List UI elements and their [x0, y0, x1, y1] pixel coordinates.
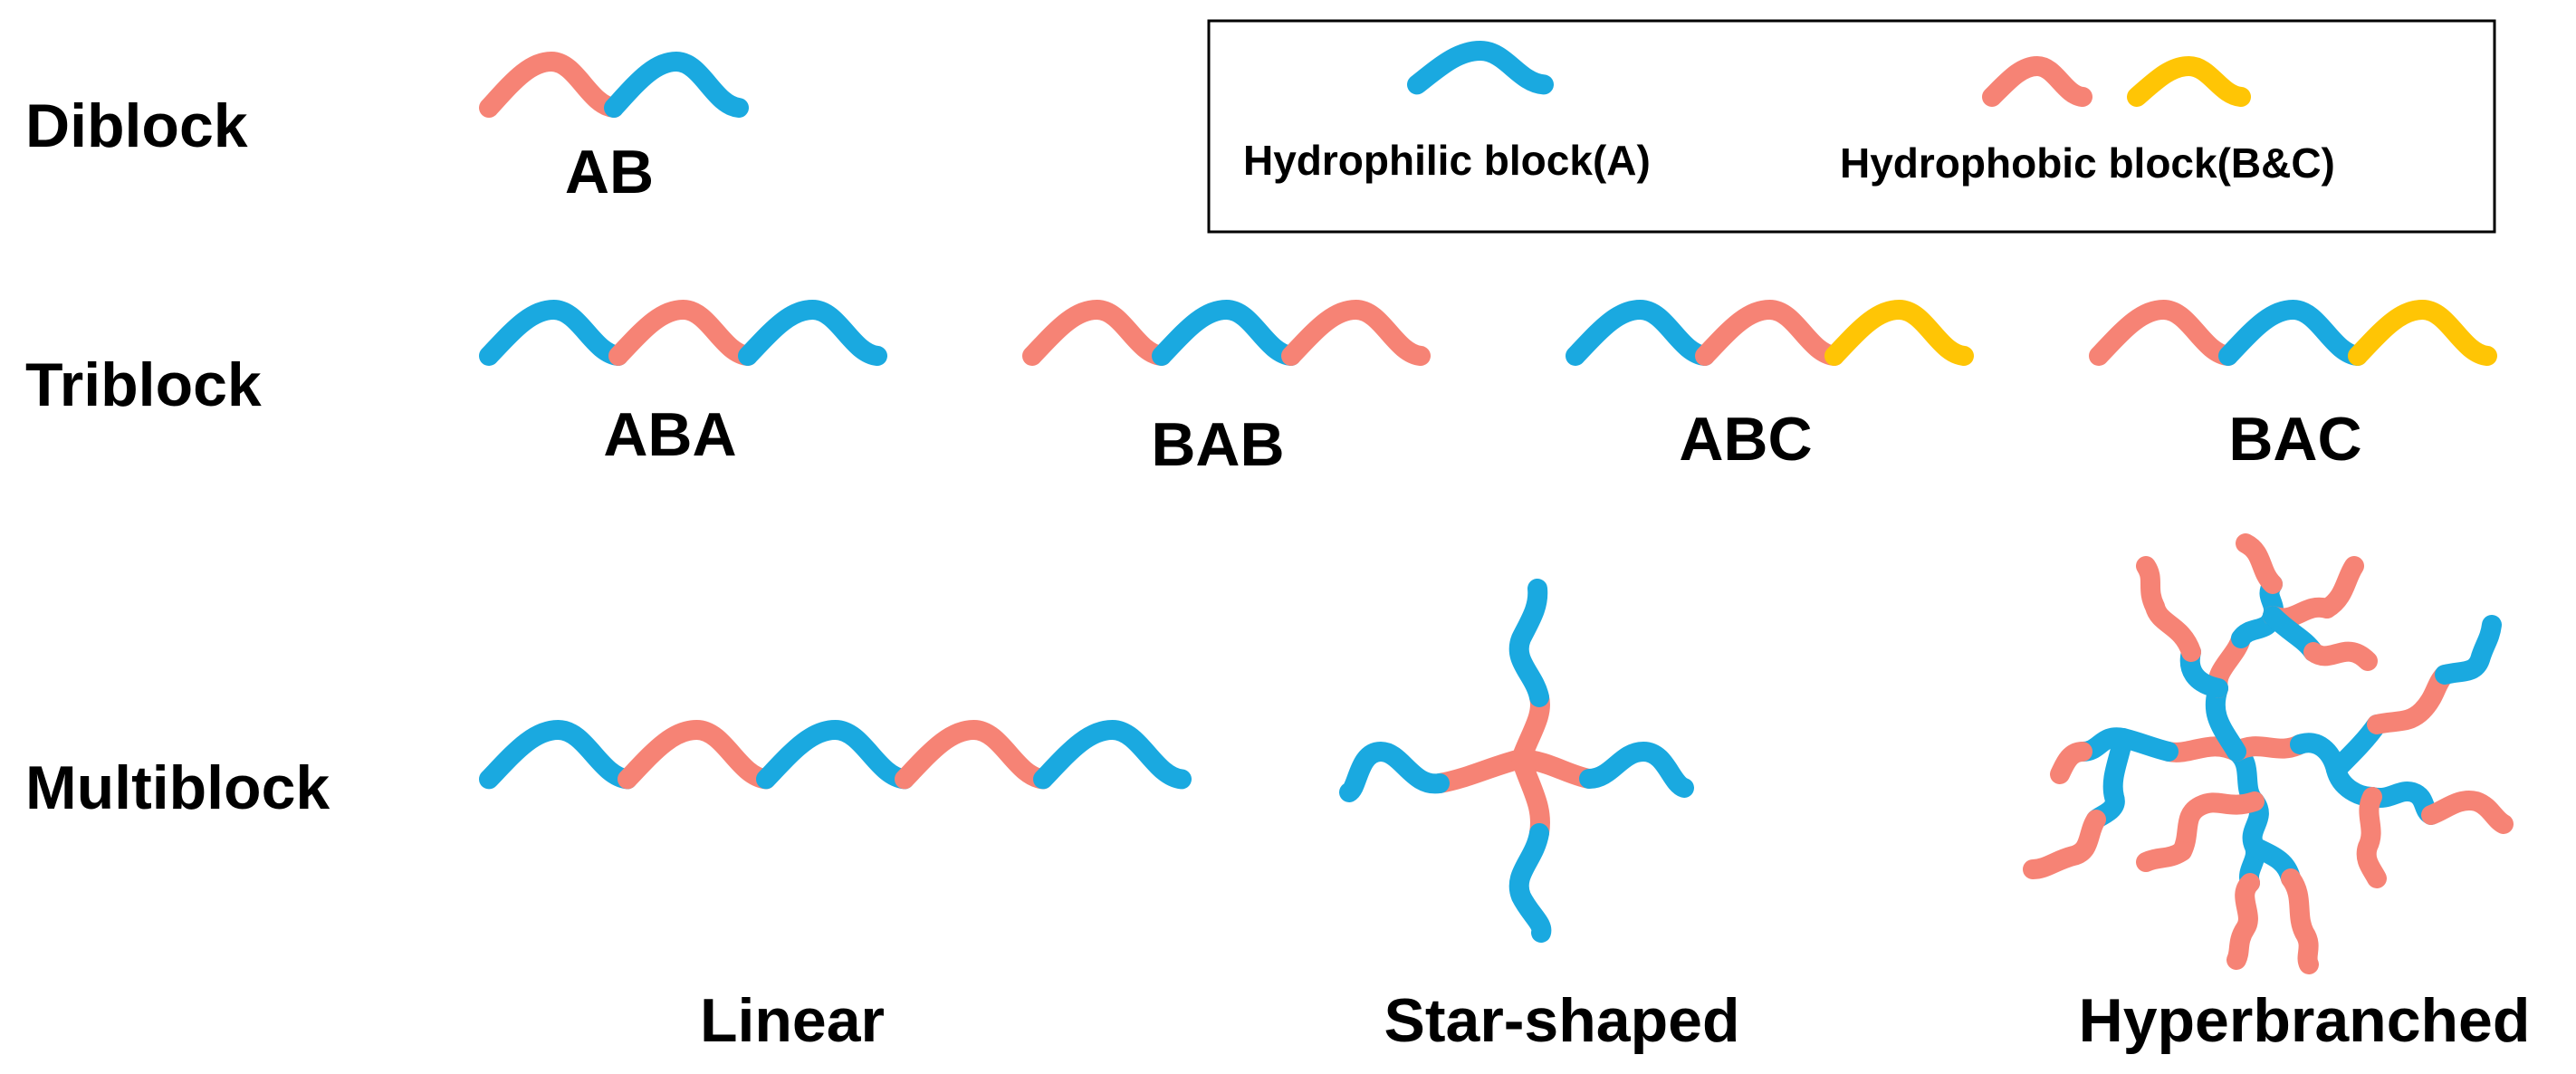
hyperbranched-strand-24-hydrophobic: [2421, 791, 2514, 834]
hyperbranched-strand-17-hydrophobic: [2023, 810, 2106, 879]
caption-hyperbranched: Hyperbranched: [2079, 986, 2531, 1055]
triblock-chain-abc: [1566, 300, 1974, 366]
legend-hydrophobic-b-strand: [1982, 56, 2092, 107]
triblock-label-bab: BAB: [1151, 410, 1284, 479]
legend: Hydrophilic block(A) Hydrophobic block(B…: [1207, 19, 2496, 234]
legend-hydrophilic-swatch: [1407, 41, 1554, 95]
star-left-arm-hydrophilic: [1339, 742, 1450, 802]
triblock-abc-block-1-hydrophilic: [1566, 300, 1715, 366]
linear-block-3-hydrophilic: [756, 720, 915, 790]
triblock-abc-block-3-hydrophobic: [1824, 300, 1974, 366]
hyperbranched-strand-22-hydrophilic: [2435, 615, 2502, 685]
hyperbranched-strand-31-hydrophobic: [2136, 841, 2192, 872]
triblock-bab-block-3-hydrophobic: [1281, 300, 1431, 366]
hyperbranched-strand-14-hydrophobic: [2136, 556, 2165, 617]
star-bottom-arm-hydrophilic: [1508, 823, 1552, 943]
hyperbranched-strand-29-hydrophobic: [2281, 868, 2319, 974]
triblock-chain-aba: [479, 300, 887, 366]
triblock-label-bac: BAC: [2228, 405, 2361, 474]
triblock-abc-block-2-hydrophobic: [1695, 300, 1844, 366]
caption-linear: Linear: [700, 986, 885, 1055]
triblock-label-abc: ABC: [1679, 405, 1812, 474]
row-label-diblock: Diblock: [25, 91, 248, 160]
triblock-bab-block-2-hydrophilic: [1152, 300, 1301, 366]
triblock-chain-bab: [1022, 300, 1431, 366]
caption-star-shaped: Star-shaped: [1384, 986, 1740, 1055]
diblock-block-1-hydrophobic: [479, 52, 624, 118]
diblock-label-ab: AB: [565, 138, 654, 206]
legend-hydrophobic-b-swatch: [1982, 56, 2092, 107]
star-right-arm-hydrophilic: [1579, 742, 1694, 798]
triblock-bac-block-2-hydrophilic: [2218, 300, 2368, 366]
hyperbranched-strand-21-hydrophobic: [2367, 665, 2455, 734]
hyperbranched-strand-28-hydrophobic: [2226, 873, 2260, 970]
multiblock-star-shaped: [1339, 579, 1694, 943]
legend-hydrophilic-strand: [1407, 41, 1554, 95]
legend-hydrophobic-c-strand: [2127, 56, 2251, 107]
legend-hydrophilic-label: Hydrophilic block(A): [1243, 137, 1651, 184]
legend-hydrophobic-label: Hydrophobic block(B&C): [1840, 139, 2335, 187]
hyperbranched-strand-9-hydrophobic: [2303, 641, 2378, 671]
multiblock-hyperbranched: [2023, 533, 2514, 974]
diblock-chain-ab: [479, 52, 749, 118]
triblock-aba-block-2-hydrophobic: [608, 300, 758, 366]
hyperbranched-strand-25-hydrophobic: [2356, 787, 2387, 888]
row-label-multiblock: Multiblock: [25, 753, 330, 822]
linear-block-5-hydrophilic: [1033, 720, 1192, 790]
linear-block-1-hydrophilic: [479, 720, 637, 790]
diblock-block-2-hydrophilic: [604, 52, 749, 118]
linear-block-2-hydrophobic: [618, 720, 776, 790]
triblock-bac-block-1-hydrophobic: [2089, 300, 2238, 366]
hyperbranched-strand-18-hydrophobic: [2050, 742, 2092, 784]
triblock-bac-block-3-hydrophobic: [2348, 300, 2497, 366]
hyperbranched-strand-30-hydrophobic: [2172, 791, 2265, 861]
triblock-chain-bac: [2089, 300, 2497, 366]
star-left-arm-hydrophobic: [1430, 749, 1531, 793]
legend-frame: [1207, 19, 2496, 234]
star-top-arm-hydrophilic: [1508, 579, 1549, 707]
triblock-aba-block-3-hydrophilic: [738, 300, 887, 366]
multiblock-linear-chain: [479, 720, 1192, 790]
legend-hydrophobic-c-swatch: [2127, 56, 2251, 107]
triblock-aba-block-1-hydrophilic: [479, 300, 628, 366]
triblock-bab-block-1-hydrophobic: [1022, 300, 1172, 366]
row-label-triblock: Triblock: [25, 350, 262, 419]
hyperbranched-strand-11-hydrophobic: [2236, 533, 2283, 594]
linear-block-4-hydrophobic: [895, 720, 1053, 790]
hyperbranched-strand-10-hydrophobic: [2317, 556, 2364, 619]
triblock-label-aba: ABA: [603, 400, 736, 469]
